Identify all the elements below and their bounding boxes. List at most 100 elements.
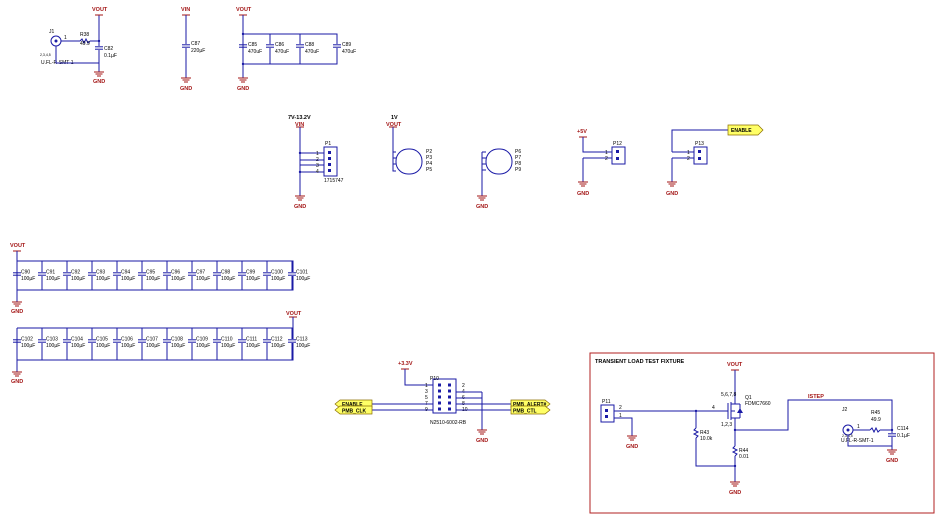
- p10-pin-3: [438, 389, 441, 393]
- c87-value: 220µF: [191, 48, 205, 54]
- p1-input-connector: 7V-13.2V VIN P1 1715747 1 2 3 4 GND: [288, 115, 344, 210]
- c110-value: 100µF: [221, 343, 235, 349]
- r38-resistor: [79, 37, 91, 45]
- c87-circuit: VIN C87 220µF GND: [180, 7, 205, 92]
- p2-p5-output-posts: 1V VOUT P2 P3 P4 P5: [386, 115, 432, 175]
- p3-ref: P3: [426, 155, 432, 161]
- p10-pin-4: [448, 389, 451, 393]
- p6-ref: P6: [515, 149, 521, 155]
- p1-ref: P1: [325, 141, 331, 147]
- pmb-clk-flag: [334, 405, 373, 415]
- p10-pin-label-5: 5: [425, 395, 428, 401]
- r44-value: 0.01: [739, 454, 749, 460]
- c92-ref: C92: [71, 270, 80, 276]
- c104-value: 100µF: [71, 343, 85, 349]
- gnd-label-p13: GND: [666, 191, 678, 197]
- c105-ref: C105: [96, 337, 108, 343]
- p3v3-label: +3.3V: [398, 361, 413, 367]
- c92-value: 100µF: [71, 276, 85, 282]
- p6-p9-post: [485, 148, 513, 175]
- c109-value: 100µF: [196, 343, 210, 349]
- p12-pin2: 2: [605, 156, 608, 162]
- enable-flag-p10-label: ENABLE: [342, 402, 363, 408]
- gnd-label-row2: GND: [11, 379, 23, 385]
- gnd-label-p1: GND: [294, 204, 306, 210]
- c82-ref: C82: [104, 46, 113, 52]
- p7-ref: P7: [515, 155, 521, 161]
- c93-ref: C93: [96, 270, 105, 276]
- p4-ref: P4: [426, 161, 432, 167]
- r45-resistor: [869, 426, 881, 434]
- cap-row-2: VOUT GND C102100µFC103100µFC104100µFC105…: [11, 311, 310, 385]
- c98-value: 100µF: [221, 276, 235, 282]
- p1-part: 1715747: [324, 178, 344, 184]
- c100-ref: C100: [271, 270, 283, 276]
- vout-label-row1: VOUT: [10, 243, 26, 249]
- c102-ref: C102: [21, 337, 33, 343]
- vin-net-label: VIN: [181, 7, 190, 13]
- p9-ref: P9: [515, 167, 521, 173]
- input-range-label: 7V-13.2V: [288, 115, 311, 121]
- j2-pin1: 1: [857, 424, 860, 430]
- c88-ref: C88: [305, 42, 314, 48]
- gnd-label-row1: GND: [11, 309, 23, 315]
- j1-circuit: J1 1 2,3,4,5 U.FL-R-SMT-1 R38 49.9 VOUT …: [40, 7, 117, 85]
- p11-pin1: 1: [619, 413, 622, 419]
- p1-pin2: 2: [316, 157, 319, 163]
- p10-pin-label-1: 1: [425, 383, 428, 389]
- c94-ref: C94: [121, 270, 130, 276]
- c98-ref: C98: [221, 270, 230, 276]
- gnd-label-p12: GND: [577, 191, 589, 197]
- r38-value: 49.9: [80, 41, 90, 47]
- c106-ref: C106: [121, 337, 133, 343]
- transient-load-fixture: TRANSIENT LOAD TEST FIXTURE P11 2 1 GND …: [589, 352, 935, 514]
- vout-net-label: VOUT: [92, 7, 108, 13]
- r43-ref: R43: [700, 430, 709, 436]
- pmb-clk-flag-label: PMB_CLK: [342, 409, 367, 415]
- pmb-alert-flag-label: PMB_ALERT#: [513, 402, 547, 408]
- c99-value: 100µF: [246, 276, 260, 282]
- vout-label-posts: VOUT: [386, 122, 402, 128]
- c102-value: 100µF: [21, 343, 35, 349]
- p1-pin3: 3: [316, 163, 319, 169]
- pmb-ctl-flag: [510, 405, 551, 415]
- r43-value: 10.0k: [700, 436, 713, 442]
- j2-ref: J2: [842, 407, 848, 413]
- p1-pin1: 1: [316, 151, 319, 157]
- q1-part: FDMC7660: [745, 401, 771, 407]
- gnd-label-p11: GND: [626, 444, 638, 450]
- p10-pin-7: [438, 401, 441, 405]
- c91-ref: C91: [46, 270, 55, 276]
- q1-drain-pins: 5,6,7,8: [721, 392, 737, 398]
- c110-ref: C110: [221, 337, 233, 343]
- p13-pin1: 1: [687, 150, 690, 156]
- j2-pins: 2,3,4,5: [842, 434, 853, 438]
- p1-pin4: 4: [316, 169, 319, 175]
- p11-ref: P11: [602, 399, 611, 405]
- r38-ref: R38: [80, 32, 89, 38]
- c88-value: 470uF: [305, 49, 319, 55]
- p13-connector: ENABLE P13 1 2 GND: [666, 124, 764, 197]
- c97-value: 100µF: [196, 276, 210, 282]
- c114-ref: C114: [897, 426, 909, 432]
- c101-value: 100µF: [296, 276, 310, 282]
- j1-pin1: 1: [64, 35, 67, 41]
- r44-ref: R44: [739, 448, 748, 454]
- c107-ref: C107: [146, 337, 158, 343]
- j1-ref: J1: [49, 29, 55, 35]
- c108-ref: C108: [171, 337, 183, 343]
- c113-ref: C113: [296, 337, 308, 343]
- fixture-title: TRANSIENT LOAD TEST FIXTURE: [595, 359, 685, 365]
- q1-ref: Q1: [745, 395, 752, 401]
